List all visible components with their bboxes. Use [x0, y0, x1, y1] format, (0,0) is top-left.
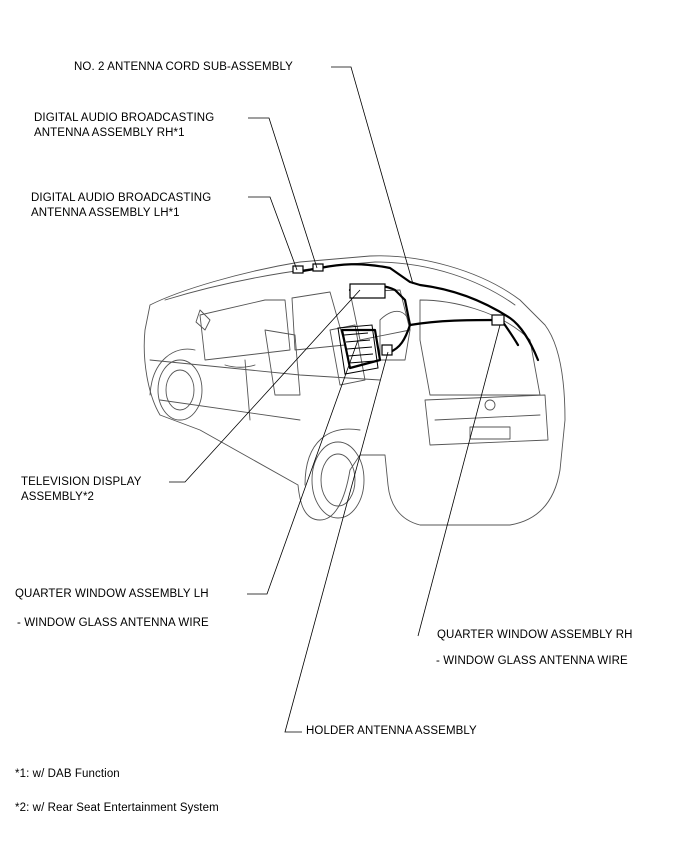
label-no2-antenna-cord: NO. 2 ANTENNA CORD SUB-ASSEMBLY [74, 61, 293, 73]
label-holder-antenna: HOLDER ANTENNA ASSEMBLY [306, 725, 477, 737]
antenna-components [292, 263, 505, 356]
label-tv-display-line2: ASSEMBLY*2 [21, 491, 95, 503]
footnote-1: *1: w/ DAB Function [15, 768, 120, 780]
label-dab-lh-line2: ANTENNA ASSEMBLY LH*1 [31, 207, 180, 219]
label-tv-display-line1: TELEVISION DISPLAY [21, 476, 142, 488]
label-dab-lh-line1: DIGITAL AUDIO BROADCASTING [31, 192, 212, 204]
footnote-2: *2: w/ Rear Seat Entertainment System [15, 802, 219, 814]
leader-tv-display [169, 289, 361, 483]
leader-no2-cord [331, 66, 414, 285]
leader-qw-lh [247, 339, 359, 595]
label-quarter-window-rh-sub: - WINDOW GLASS ANTENNA WIRE [436, 655, 628, 667]
label-dab-rh-line2: ANTENNA ASSEMBLY RH*1 [34, 127, 185, 139]
leader-dab-lh [248, 196, 298, 271]
leader-qw-rh [417, 324, 501, 637]
label-quarter-window-lh: QUARTER WINDOW ASSEMBLY LH [15, 588, 209, 600]
leader-dab-rh [248, 117, 318, 269]
label-dab-rh-line1: DIGITAL AUDIO BROADCASTING [34, 112, 215, 124]
label-quarter-window-rh: QUARTER WINDOW ASSEMBLY RH [437, 629, 633, 641]
leader-lines [169, 66, 501, 733]
label-quarter-window-lh-sub: - WINDOW GLASS ANTENNA WIRE [17, 617, 209, 629]
leader-holder [284, 351, 389, 733]
